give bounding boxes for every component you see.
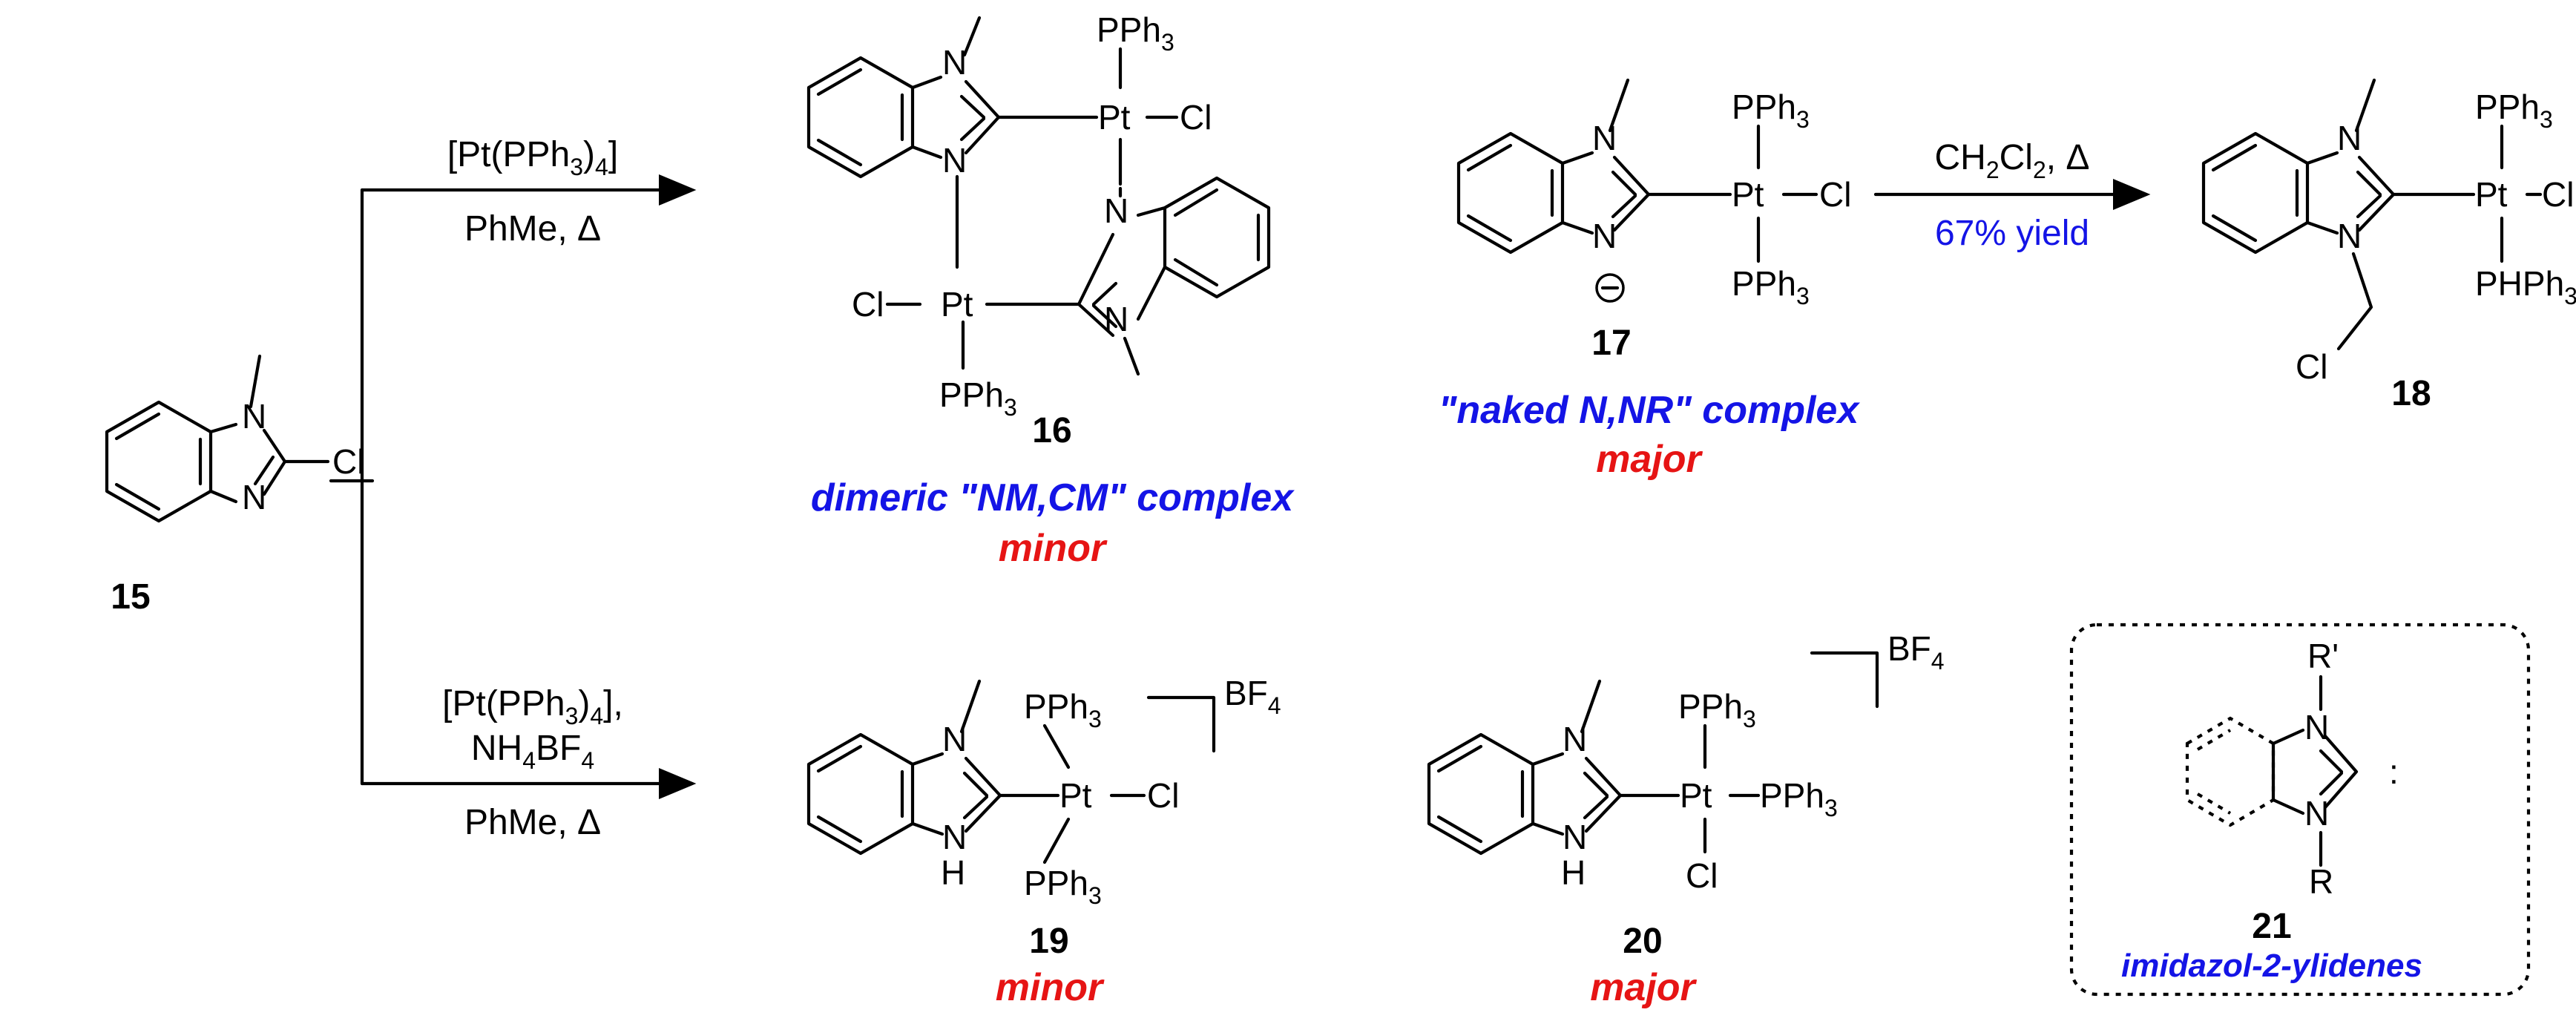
compound-number: 19 xyxy=(1029,922,1068,961)
svg-text:N: N xyxy=(1563,818,1587,856)
compound-19: N N H Pt PPh3 Cl PPh3 BF4 19 minor xyxy=(806,674,1281,1009)
svg-text:BF4: BF4 xyxy=(1887,629,1945,675)
svg-text:PHPh3: PHPh3 xyxy=(2475,264,2576,309)
svg-text:[Pt(PPh3)4]: [Pt(PPh3)4] xyxy=(447,135,618,180)
svg-text:BF4: BF4 xyxy=(1224,674,1281,719)
compound-17: N N Pt PPh3 Cl PPh3 17 "naked N,NR" comp… xyxy=(1439,78,1861,481)
svg-text:Pt: Pt xyxy=(1680,776,1712,815)
solvent-upper: PhMe, Δ xyxy=(464,209,601,249)
compound-number: 21 xyxy=(2252,907,2291,946)
svg-text:N: N xyxy=(2304,794,2329,833)
svg-text:N: N xyxy=(1592,119,1617,157)
compound-number: 18 xyxy=(2391,374,2431,413)
compound-label: minor xyxy=(996,966,1105,1009)
svg-text:N: N xyxy=(1104,191,1128,230)
svg-text:Pt: Pt xyxy=(1059,776,1092,815)
compound-number: 15 xyxy=(111,577,150,617)
svg-text:Cl: Cl xyxy=(2296,347,2327,386)
svg-text:PPh3: PPh3 xyxy=(1678,687,1756,732)
solvent-lower: PhMe, Δ xyxy=(464,803,601,842)
compound-16: N N Pt PPh3 Cl Pt Cl PPh3 N N 16 dimeric… xyxy=(806,10,1295,570)
svg-text:[Pt(PPh3)4],: [Pt(PPh3)4], xyxy=(442,684,623,729)
svg-text:Cl: Cl xyxy=(332,442,364,481)
svg-text:N: N xyxy=(942,818,967,856)
yield: 67% yield xyxy=(1935,214,2089,253)
compound-label: minor xyxy=(999,527,1108,570)
compound-number: 16 xyxy=(1032,411,1071,450)
svg-text:N: N xyxy=(942,43,967,82)
conditions-lower: [Pt(PPh3)4], NH4BF4 PhMe, Δ xyxy=(442,684,623,842)
svg-text:Cl: Cl xyxy=(2542,175,2574,214)
svg-text:N: N xyxy=(1592,217,1617,255)
compound-description: "naked N,NR" complex xyxy=(1439,389,1861,432)
svg-text:R: R xyxy=(2309,862,2333,901)
svg-text:H: H xyxy=(941,853,965,892)
compound-description: imidazol-2-ylidenes xyxy=(2121,948,2422,984)
svg-text:Cl: Cl xyxy=(1147,776,1179,815)
svg-text:PPh3: PPh3 xyxy=(1732,264,1810,309)
svg-text:PPh3: PPh3 xyxy=(1024,687,1102,732)
svg-text:N: N xyxy=(2337,217,2362,255)
svg-text:H: H xyxy=(1561,853,1586,892)
svg-text:R': R' xyxy=(2307,637,2339,675)
svg-text:CH2Cl2, Δ: CH2Cl2, Δ xyxy=(1935,138,2090,183)
svg-text:N: N xyxy=(942,141,967,180)
svg-text:Pt: Pt xyxy=(941,285,973,324)
svg-text:Pt: Pt xyxy=(1732,175,1764,214)
compound-label: major xyxy=(1596,438,1703,481)
negative-charge xyxy=(1595,273,1625,303)
compound-15: N N Cl 15 xyxy=(105,354,364,617)
svg-text:PPh3: PPh3 xyxy=(1760,776,1838,821)
svg-text:Pt: Pt xyxy=(2475,175,2508,214)
svg-text:PPh3: PPh3 xyxy=(2475,88,2553,133)
compound-label: major xyxy=(1590,966,1697,1009)
svg-text:N: N xyxy=(2304,708,2329,746)
svg-text:PPh3: PPh3 xyxy=(1024,864,1102,909)
svg-text:Pt: Pt xyxy=(1098,98,1131,137)
compound-number: 20 xyxy=(1623,922,1662,961)
svg-text:N: N xyxy=(942,720,967,758)
svg-text:NH4BF4: NH4BF4 xyxy=(471,729,594,774)
compound-18: N N Cl Pt PPh3 Cl PHPh3 18 xyxy=(2201,78,2576,413)
svg-text:N: N xyxy=(1563,720,1587,758)
compound-21-box: N N R' R : 21 imidazol-2-ylidenes xyxy=(2069,623,2531,997)
svg-text:N: N xyxy=(242,478,266,516)
conditions-upper: [Pt(PPh3)4] PhMe, Δ xyxy=(447,135,618,249)
compound-number: 17 xyxy=(1591,324,1631,363)
svg-text:Cl: Cl xyxy=(1686,856,1718,895)
svg-text:N: N xyxy=(2337,119,2362,157)
svg-text:PPh3: PPh3 xyxy=(939,375,1017,421)
svg-text:PPh3: PPh3 xyxy=(1732,88,1810,133)
conditions-step-17-18: CH2Cl2, Δ 67% yield xyxy=(1873,138,2151,253)
svg-text:N: N xyxy=(242,397,266,436)
compound-description: dimeric "NM,CM" complex xyxy=(811,476,1295,519)
svg-text:Cl: Cl xyxy=(1819,175,1851,214)
reaction-branch xyxy=(329,174,697,799)
svg-text:Cl: Cl xyxy=(1180,98,1212,137)
compound-20: N N H Pt PPh3 PPh3 Cl BF4 20 major xyxy=(1427,629,1945,1009)
svg-text:PPh3: PPh3 xyxy=(1097,10,1174,56)
svg-text::: : xyxy=(2389,752,2399,791)
svg-text:Cl: Cl xyxy=(852,285,884,324)
benzimidazole-core xyxy=(105,354,330,523)
